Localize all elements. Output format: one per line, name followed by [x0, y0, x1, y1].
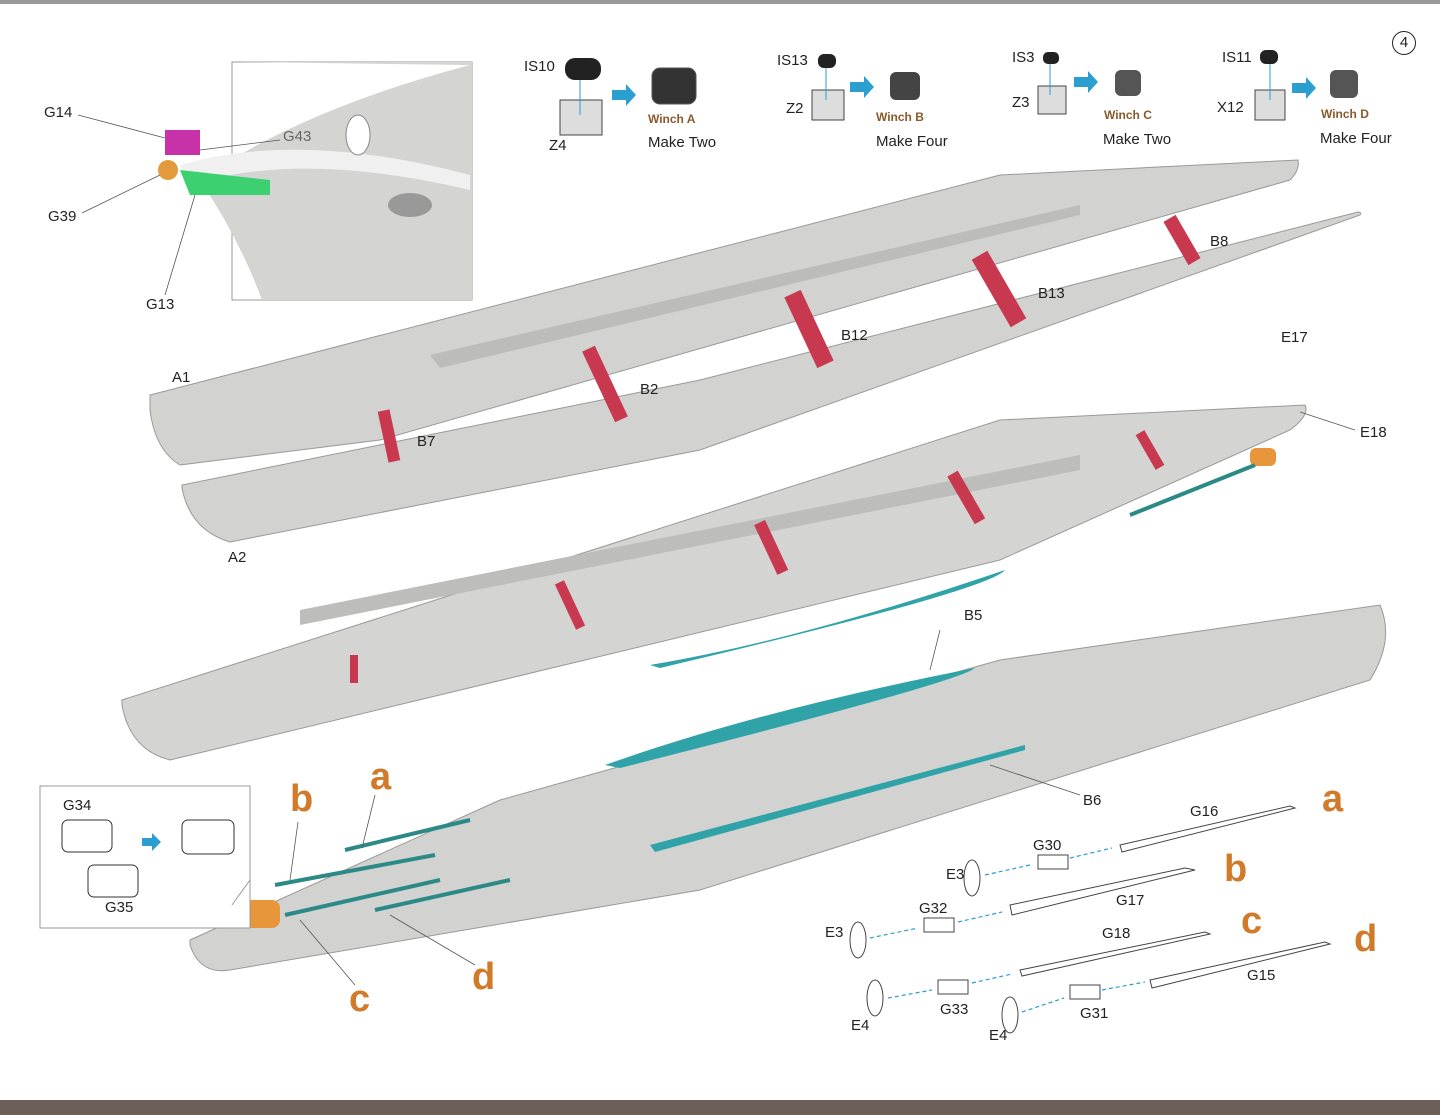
label-z2: Z2 [786, 100, 804, 117]
label-z4: Z4 [549, 137, 567, 154]
letter-b: b [290, 778, 314, 820]
label-e4-left: E4 [851, 1017, 870, 1034]
label-is11: IS11 [1222, 49, 1252, 66]
letter-d: d [472, 956, 496, 998]
winch-diagrams [559, 50, 1358, 136]
shafts [274, 818, 511, 917]
letter-a: a [370, 756, 392, 798]
label-e4-right: E4 [989, 1027, 1008, 1044]
label-x12: X12 [1217, 99, 1244, 116]
label-g35: G35 [105, 899, 134, 916]
keel-b5 [605, 668, 975, 768]
label-e17: E17 [1281, 329, 1308, 346]
step-number: 4 [1392, 31, 1416, 55]
label-g32: G32 [919, 900, 948, 917]
winch-c-name: Winch C [1104, 108, 1152, 122]
label-e3-upper: E3 [946, 866, 965, 883]
winch-d-name: Winch D [1321, 107, 1369, 121]
hull-a1 [149, 159, 1299, 466]
label-b5: B5 [964, 607, 983, 624]
page-top-edge [0, 0, 1440, 4]
label-g16: G16 [1190, 803, 1219, 820]
part-g13 [180, 170, 270, 195]
letter-c: c [349, 978, 371, 1020]
hull-assembled [121, 404, 1307, 761]
label-e18: E18 [1360, 424, 1387, 441]
label-b13: B13 [1038, 285, 1065, 302]
label-a2: A2 [228, 549, 247, 566]
winch-a-qty: Make Two [648, 134, 717, 151]
winch-d-qty: Make Four [1320, 130, 1392, 147]
label-g14: G14 [44, 104, 73, 121]
label-g30: G30 [1033, 837, 1062, 854]
winch-c-qty: Make Two [1103, 131, 1172, 148]
winch-b-name: Winch B [876, 110, 924, 124]
letter-b-detail: b [1224, 848, 1248, 890]
letter-c-detail: c [1241, 900, 1263, 942]
label-is3: IS3 [1012, 49, 1035, 66]
label-b6: B6 [1083, 792, 1102, 809]
label-g17: G17 [1116, 892, 1145, 909]
label-g15: G15 [1247, 967, 1276, 984]
hull-a2 [181, 211, 1362, 543]
label-g34: G34 [63, 797, 92, 814]
label-z3: Z3 [1012, 94, 1030, 111]
label-g39: G39 [48, 208, 77, 225]
label-e3-lower: E3 [825, 924, 844, 941]
label-b7: B7 [417, 433, 436, 450]
keel-b6 [650, 745, 1025, 852]
letter-a-detail: a [1322, 778, 1344, 820]
rudder-inset [39, 785, 251, 929]
label-g31: G31 [1080, 1005, 1109, 1022]
label-is13: IS13 [777, 52, 808, 69]
label-g18: G18 [1102, 925, 1131, 942]
letter-d-detail: d [1354, 918, 1378, 960]
label-a1: A1 [172, 369, 191, 386]
label-g33: G33 [940, 1001, 969, 1018]
label-b12: B12 [841, 327, 868, 344]
label-g13: G13 [146, 296, 175, 313]
label-g43: G43 [283, 128, 312, 145]
winch-b-qty: Make Four [876, 133, 948, 150]
page-bottom-edge [0, 1100, 1440, 1115]
shaft-parts [849, 805, 1332, 1034]
winch-a-name: Winch A [648, 112, 696, 126]
label-is10: IS10 [524, 58, 555, 75]
part-g14 [165, 130, 200, 155]
frames [377, 214, 1201, 463]
bow-inset [158, 61, 473, 301]
label-b2: B2 [640, 381, 659, 398]
part-g39 [158, 160, 178, 180]
label-b8: B8 [1210, 233, 1229, 250]
hull-bottom [189, 604, 1387, 972]
